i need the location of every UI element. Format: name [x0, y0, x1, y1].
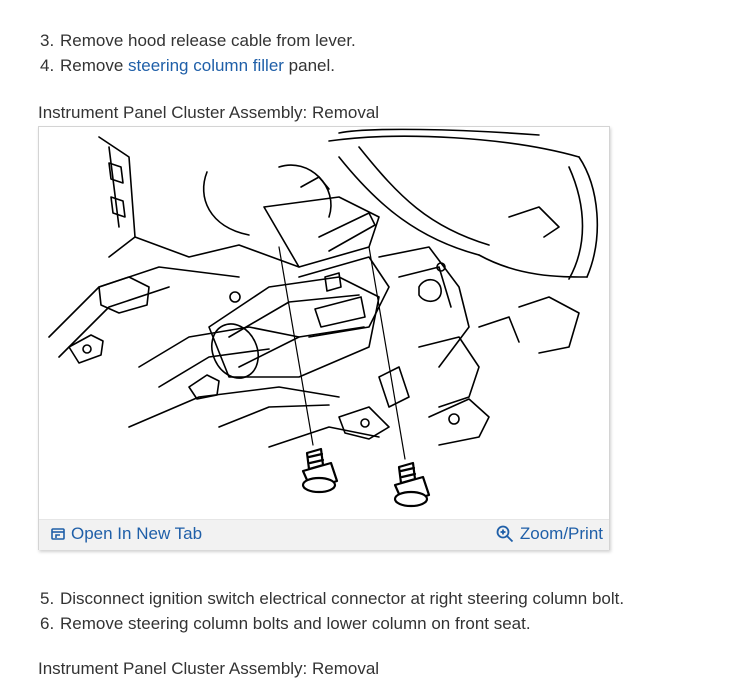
- steps-list-top: 3.Remove hood release cable from lever. …: [40, 28, 356, 78]
- step-text: Disconnect ignition switch electrical co…: [60, 589, 625, 608]
- step-item: 6. Remove steering column bolts and lower…: [40, 611, 624, 636]
- step-item: 3. Remove hood release cable from lever.: [40, 28, 356, 53]
- next-figure-caption: Instrument Panel Cluster Assembly: Remov…: [38, 659, 380, 678]
- steps-list-bottom: 5. Disconnect ignition switch electrical …: [40, 586, 624, 636]
- open-in-new-tab-button[interactable]: Open In New Tab: [51, 524, 202, 544]
- step-text: Remove steering column bolts and lower c…: [60, 614, 531, 633]
- step-number: 6.: [40, 614, 55, 633]
- step-item: 4. Remove steering column filler panel.: [40, 53, 356, 78]
- figure-caption: Instrument Panel Cluster Assembly: Remov…: [38, 103, 380, 122]
- step-text-before: Remove: [60, 56, 129, 75]
- step-text: Remove hood release cable from lever.: [60, 31, 356, 50]
- zoom-print-label: Zoom/Print: [519, 524, 603, 543]
- open-in-new-tab-label: Open In New Tab: [71, 524, 203, 543]
- figure-toolbar: Open In New Tab Zoom/Print: [39, 519, 609, 550]
- figure-container: Open In New Tab Zoom/Print: [38, 126, 610, 550]
- step-text-after: panel.: [283, 56, 335, 75]
- step-item: 5. Disconnect ignition switch electrical …: [40, 586, 624, 611]
- zoom-in-icon: [496, 525, 514, 543]
- step-number: 5.: [40, 589, 55, 608]
- step-number: 3.: [40, 31, 55, 50]
- instrument-panel-illustration[interactable]: [39, 127, 609, 519]
- steering-column-filler-link[interactable]: steering column filler: [128, 56, 284, 75]
- step-number: 4.: [40, 56, 55, 75]
- zoom-print-button[interactable]: Zoom/Print: [496, 524, 603, 544]
- open-in-new-tab-icon: [51, 527, 65, 541]
